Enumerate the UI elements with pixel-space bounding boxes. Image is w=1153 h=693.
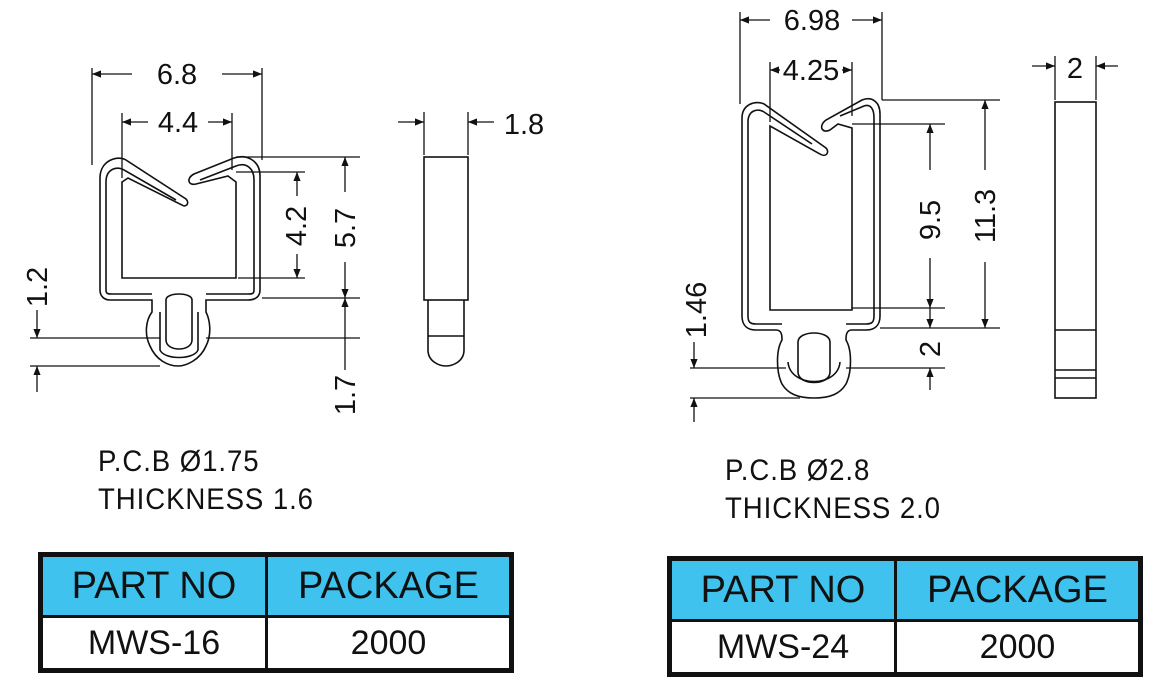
left-dim-inner-width: 4.4 bbox=[158, 107, 198, 139]
table-header-row: PART NO PACKAGE bbox=[39, 553, 513, 618]
package-cell: 2000 bbox=[894, 619, 1142, 676]
table-header-row: PART NO PACKAGE bbox=[668, 557, 1142, 622]
part-no-header: PART NO bbox=[39, 553, 268, 618]
right-clip-front-view bbox=[741, 98, 881, 399]
right-clip-side-view bbox=[1054, 101, 1097, 399]
left-dim-body-height: 5.7 bbox=[330, 208, 362, 248]
right-dim-overall-width: 6.98 bbox=[784, 5, 840, 37]
part-no-header: PART NO bbox=[668, 557, 897, 622]
right-dimension-labels: 6.98 4.25 2 9.5 11.3 1.46 2 bbox=[681, 5, 1083, 357]
table-row: MWS-16 2000 bbox=[39, 615, 513, 672]
right-pcb-note: P.C.B Ø2.8 THICKNESS 2.0 bbox=[725, 452, 941, 528]
left-spec-table: PART NO PACKAGE MWS-16 2000 bbox=[38, 552, 514, 673]
right-dim-pcb-gap: 1.46 bbox=[681, 282, 713, 338]
left-clip-side-view bbox=[423, 156, 469, 367]
left-dim-pin-length: 1.7 bbox=[330, 375, 362, 415]
table-row: MWS-24 2000 bbox=[668, 619, 1142, 676]
right-dim-inner-height: 9.5 bbox=[915, 200, 947, 240]
right-pcb-diameter: P.C.B Ø2.8 bbox=[725, 454, 871, 487]
left-dim-pcb-gap: 1.2 bbox=[22, 267, 54, 307]
part-no-cell: MWS-16 bbox=[39, 615, 268, 672]
right-spec-table: PART NO PACKAGE MWS-24 2000 bbox=[667, 556, 1143, 677]
left-dimension-labels: 6.8 4.4 1.8 4.2 5.7 1.2 1.7 bbox=[22, 59, 544, 415]
left-pcb-note: P.C.B Ø1.75 THICKNESS 1.6 bbox=[98, 443, 314, 519]
right-dim-body-height: 11.3 bbox=[970, 189, 1002, 243]
left-dim-side-thickness: 1.8 bbox=[504, 109, 544, 141]
left-dim-inner-height: 4.2 bbox=[281, 206, 313, 246]
right-dimension-lines bbox=[690, 12, 1118, 422]
right-dim-inner-width: 4.25 bbox=[783, 55, 839, 87]
left-clip-front-view bbox=[99, 156, 261, 367]
part-no-cell: MWS-24 bbox=[668, 619, 897, 676]
package-cell: 2000 bbox=[265, 615, 513, 672]
right-dim-side-thickness: 2 bbox=[1067, 53, 1083, 85]
right-pcb-thickness: THICKNESS 2.0 bbox=[725, 492, 941, 525]
left-pcb-thickness: THICKNESS 1.6 bbox=[98, 483, 314, 516]
left-dimension-lines bbox=[30, 68, 494, 392]
left-pcb-diameter: P.C.B Ø1.75 bbox=[98, 445, 260, 478]
right-dim-pin-length: 2 bbox=[915, 341, 947, 357]
package-header: PACKAGE bbox=[894, 557, 1142, 622]
left-dim-overall-width: 6.8 bbox=[157, 59, 197, 91]
package-header: PACKAGE bbox=[265, 553, 513, 618]
